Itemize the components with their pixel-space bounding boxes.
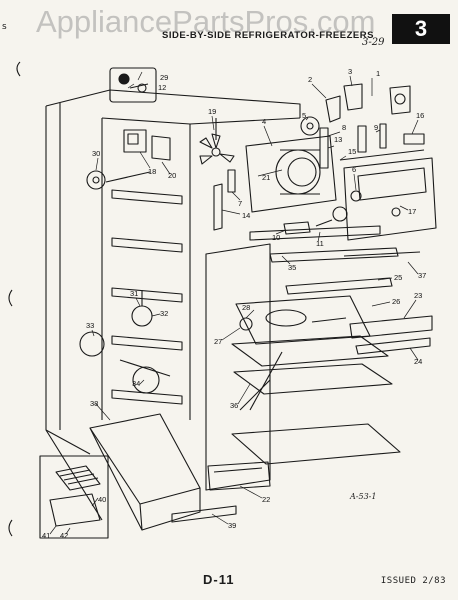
part-label-36: 36	[230, 401, 238, 410]
part-label-16: 16	[416, 111, 424, 120]
part-label-12: 12	[158, 83, 166, 92]
drawing-code: A-53-1	[350, 492, 377, 501]
small-upper-parts	[319, 123, 425, 169]
part-label-38: 38	[90, 399, 98, 408]
part-30-knob	[86, 170, 151, 190]
diagram-subtitle: SIDE-BY-SIDE REFRIGERATOR-FREEZERS	[162, 30, 374, 41]
part-17-control-housing	[339, 149, 437, 241]
part-label-25: 25	[394, 273, 402, 282]
parts-1-3-brackets	[325, 83, 411, 123]
part-label-9: 9	[374, 123, 378, 132]
part-label-11: 11	[316, 239, 324, 248]
binder-mark-bottom	[8, 519, 13, 537]
part-label-7: 7	[238, 199, 242, 208]
part-label-4: 4	[262, 117, 266, 126]
part-label-28: 28	[242, 303, 250, 312]
part-29-inset	[109, 67, 157, 103]
part-label-1: 1	[376, 69, 380, 78]
part-label-27: 27	[214, 337, 222, 346]
part-label-3: 3	[348, 67, 352, 76]
part-label-6: 6	[352, 165, 356, 174]
fresh-food-rails	[269, 247, 421, 295]
part-label-42: 42	[60, 531, 68, 540]
freezer-bins	[79, 290, 171, 394]
part-5-motor	[300, 116, 320, 136]
part-label-26: 26	[392, 297, 400, 306]
part-label-17: 17	[408, 207, 416, 216]
part-label-21: 21	[262, 173, 270, 182]
part-39-bar	[171, 505, 237, 523]
page-number: D-11	[203, 572, 235, 587]
inset-ice-tray	[39, 455, 109, 539]
part-label-8: 8	[342, 123, 346, 132]
part-label-5: 5	[302, 111, 306, 120]
freezer-control-box	[123, 129, 171, 161]
part-label-40: 40	[98, 495, 106, 504]
part-label-22: 22	[262, 495, 270, 504]
part-label-24: 24	[414, 357, 422, 366]
binder-mark-top	[16, 61, 21, 77]
part-label-31: 31	[130, 289, 138, 298]
part-label-29: 29	[160, 73, 168, 82]
part-label-15: 15	[348, 147, 356, 156]
part-19-fan	[199, 118, 235, 165]
part-label-34: 34	[132, 379, 140, 388]
part-label-32: 32	[160, 309, 168, 318]
part-label-19: 19	[208, 107, 216, 116]
parts-7-14	[213, 169, 236, 231]
part-label-35: 35	[288, 263, 296, 272]
part-4-cover-plate	[245, 135, 337, 213]
part-38-ice-bucket	[89, 413, 201, 531]
leader-lines	[49, 71, 419, 535]
issued-date: ISSUED 2/83	[380, 576, 446, 586]
part-label-39: 39	[228, 521, 236, 530]
part-label-18: 18	[148, 167, 156, 176]
part-label-41: 41	[42, 531, 50, 540]
part-label-23: 23	[414, 291, 422, 300]
freezer-shelves	[111, 189, 183, 405]
part-36-shelves	[231, 335, 401, 465]
part-label-13: 13	[334, 135, 342, 144]
part-label-14: 14	[242, 211, 250, 220]
part-label-30: 30	[92, 149, 100, 158]
part-label-10: 10	[272, 233, 280, 242]
part-label-2: 2	[308, 75, 312, 84]
part-label-20: 20	[168, 171, 176, 180]
binder-mark-mid	[8, 289, 13, 307]
page-section-badge: 3	[392, 14, 450, 44]
corner-mark: s	[2, 22, 7, 32]
site-watermark: AppliancePartsPros.com	[36, 4, 376, 39]
part-22-bottom	[207, 461, 271, 491]
handwritten-note: 3-29	[362, 37, 385, 48]
part-label-37: 37	[418, 271, 426, 280]
parts-23-24-rails	[349, 315, 433, 355]
part-label-33: 33	[86, 321, 94, 330]
